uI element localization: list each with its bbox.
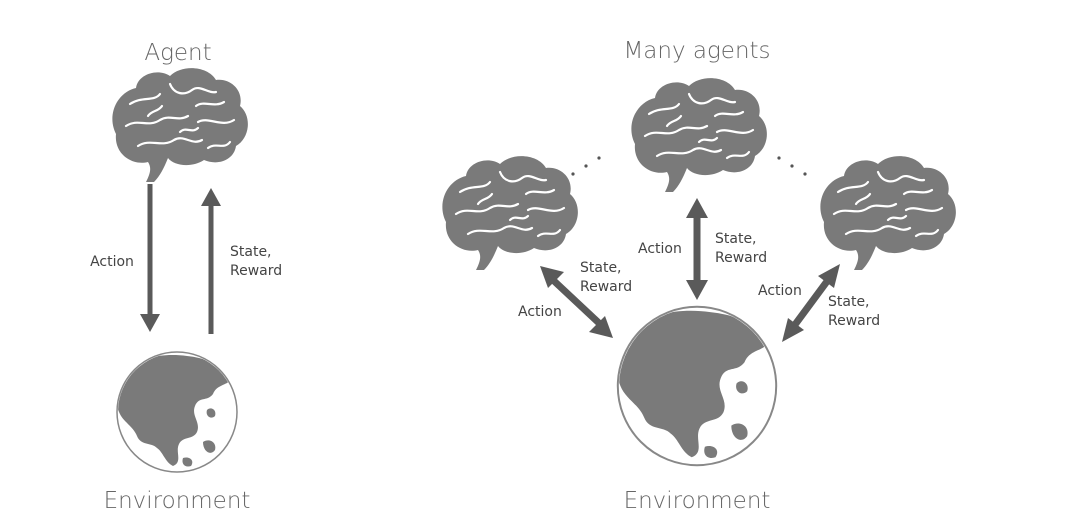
environment-label-right: Environment: [624, 488, 771, 514]
center-agent-arrow: [686, 198, 708, 300]
right-agent-arrow: [782, 264, 840, 342]
action-label: Action: [90, 254, 134, 270]
brain-icon: [441, 155, 579, 272]
left-action-label: Action: [518, 304, 562, 320]
right-state-label: State,: [828, 294, 870, 310]
brain-icon: [630, 77, 768, 194]
center-reward-label: Reward: [715, 250, 767, 266]
brain-icon: [819, 155, 957, 272]
action-arrow: [140, 184, 160, 332]
state-label: State,: [230, 244, 272, 260]
center-action-label: Action: [638, 241, 682, 257]
agent-title: Agent: [144, 40, 211, 66]
left-reward-label: Reward: [580, 279, 632, 295]
left-state-label: State,: [580, 260, 622, 276]
brain-icon: [111, 67, 249, 184]
ellipsis-icon: [777, 156, 807, 176]
many-agents-title: Many agents: [623, 38, 770, 64]
globe-icon: [613, 307, 776, 465]
reward-label: Reward: [230, 263, 282, 279]
left-agent-arrow: [540, 266, 613, 338]
right-action-label: Action: [758, 283, 802, 299]
right-reward-label: Reward: [828, 313, 880, 329]
center-state-label: State,: [715, 231, 757, 247]
environment-label: Environment: [104, 488, 251, 514]
state-reward-arrow: [201, 188, 221, 334]
ellipsis-icon: [571, 156, 601, 176]
globe-icon: [113, 352, 237, 472]
